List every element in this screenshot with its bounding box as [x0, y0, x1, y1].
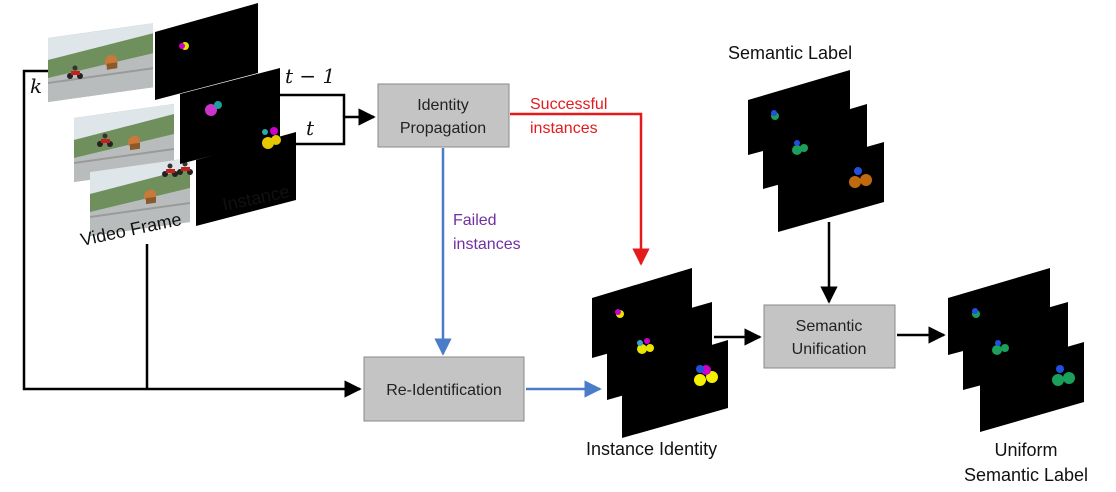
semantic-unification-line2: Unification	[792, 341, 867, 358]
instance-identity-label: Instance Identity	[586, 439, 717, 459]
re-identification-box: Re-Identification	[363, 356, 525, 422]
uniform-label-line1: Uniform	[994, 440, 1057, 460]
re-identification-label: Re-Identification	[386, 382, 502, 399]
t-minus-1-symbol: t − 1	[285, 64, 335, 88]
instance-mask-stack	[155, 3, 296, 226]
uniform-semantic-label-stack	[948, 268, 1084, 432]
semantic-label-title: Semantic Label	[728, 43, 852, 63]
successful-label-line1: Successful	[530, 96, 607, 113]
failed-label-line1: Failed	[453, 212, 497, 229]
identity-propagation-line2: Propagation	[400, 120, 486, 137]
successful-instances-edge	[510, 112, 650, 266]
successful-label-line2: instances	[530, 120, 598, 137]
t-symbol: t	[306, 116, 315, 140]
uniform-label-line2: Semantic Label	[964, 465, 1088, 485]
semantic-unification-box: Semantic Unification	[763, 304, 896, 369]
semantic-label-stack	[748, 70, 884, 232]
k-feedback-edge	[22, 69, 362, 398]
instance-identity-stack	[592, 268, 728, 438]
semantic-unification-line1: Semantic	[796, 318, 863, 335]
identity-propagation-box: Identity Propagation	[377, 83, 510, 148]
t-minus-1-edge	[278, 93, 346, 117]
t-edge	[296, 108, 376, 146]
k-symbol: k	[30, 74, 42, 98]
identity-propagation-line1: Identity	[417, 97, 469, 114]
failed-label-line2: instances	[453, 236, 521, 253]
